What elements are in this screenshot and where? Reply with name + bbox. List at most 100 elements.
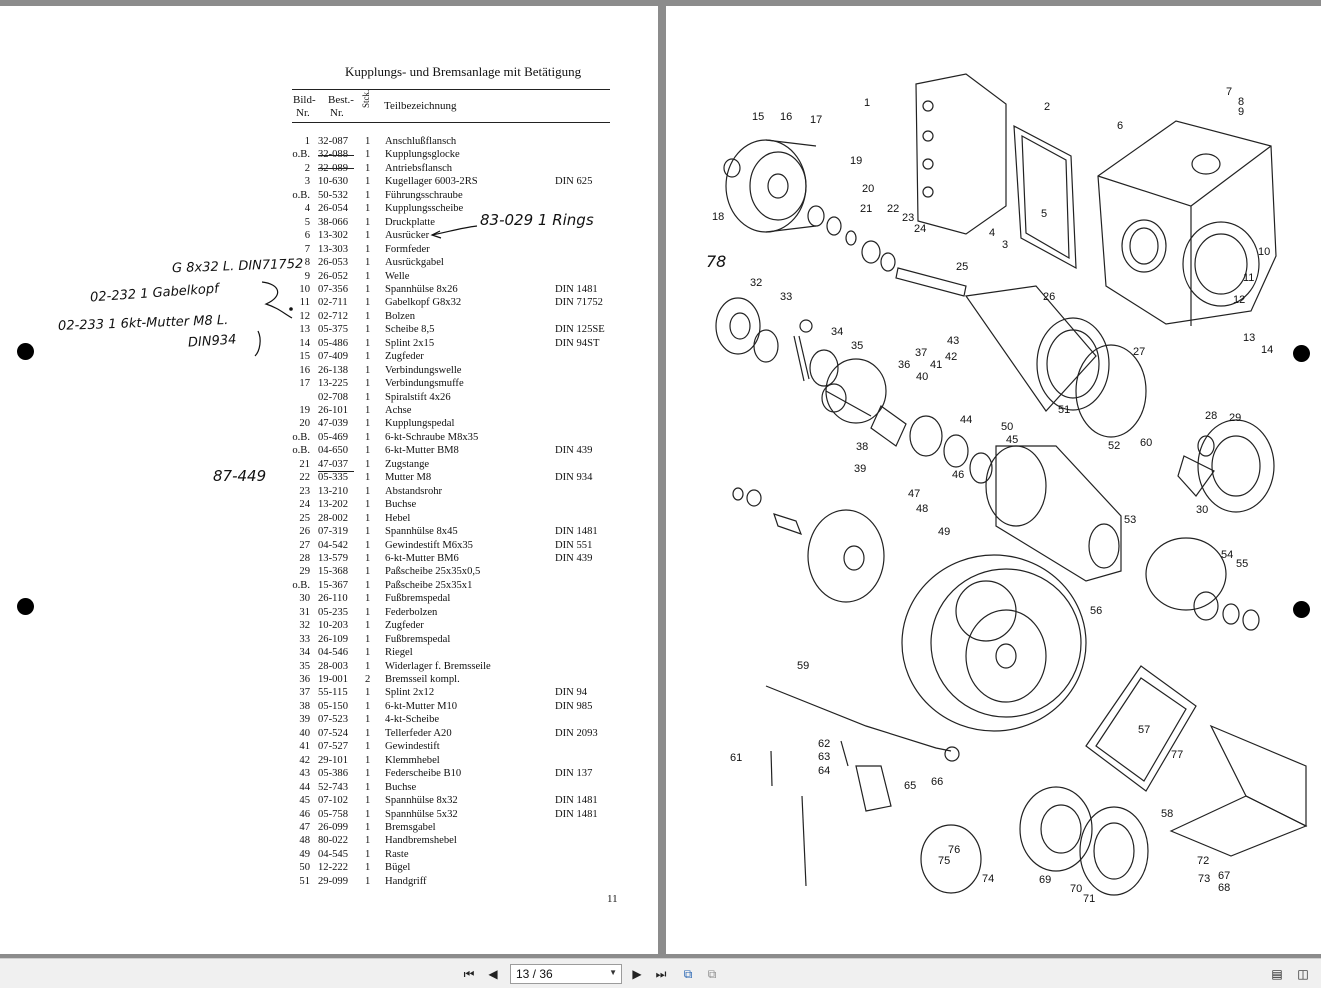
- two-page-view-icon[interactable]: ◫: [1297, 967, 1309, 981]
- part-name: Raste: [385, 848, 409, 860]
- part-number: 16: [299, 364, 310, 376]
- part-name: Führungsschraube: [385, 189, 463, 201]
- quantity: 2: [365, 674, 371, 685]
- quantity: 1: [365, 875, 371, 887]
- callout-62: 62: [818, 738, 830, 750]
- part-number: 39: [299, 714, 310, 726]
- part-name: Spannhülse 5x32: [385, 808, 458, 820]
- callout-48: 48: [916, 503, 928, 515]
- part-gearbox-housing: [1097, 120, 1277, 325]
- din-standard: DIN 439: [555, 552, 593, 564]
- order-number: 29-099: [318, 875, 349, 887]
- order-number: 26-099: [318, 821, 349, 833]
- callout-14: 14: [1261, 344, 1273, 356]
- punch-hole: [1293, 601, 1310, 618]
- part-name: Verbindungswelle: [385, 364, 462, 376]
- callout-16: 16: [780, 111, 792, 123]
- order-number: 38-066: [318, 216, 349, 228]
- part-number: 50: [299, 862, 310, 874]
- quantity: 1: [365, 579, 371, 591]
- next-page-icon[interactable]: ▶: [632, 967, 642, 981]
- order-number: 04-546: [318, 647, 349, 659]
- callout-35: 35: [851, 340, 863, 352]
- part-name: 6-kt-Mutter M10: [385, 700, 458, 712]
- callout-60: 60: [1140, 437, 1152, 449]
- callout-47: 47: [908, 488, 920, 500]
- quantity: 1: [365, 391, 371, 403]
- order-number: 26-101: [318, 405, 349, 416]
- export-icon[interactable]: ⧉: [683, 966, 693, 981]
- callout-27: 27: [1133, 346, 1145, 358]
- part-name: Scheibe 8,5: [385, 324, 435, 336]
- exploded-view-page: 78: [666, 6, 1321, 954]
- quantity: 1: [365, 848, 371, 860]
- part-name: Bolzen: [385, 310, 416, 322]
- part-number: o.B.: [292, 431, 310, 443]
- order-number: 05-235: [318, 606, 349, 618]
- part-number: 19: [299, 405, 310, 416]
- quantity: 1: [365, 337, 371, 349]
- order-number: 07-356: [318, 283, 349, 295]
- part-name: Buchse: [385, 781, 417, 793]
- part-name: 6-kt-Mutter BM6: [385, 552, 459, 564]
- page-indicator: 13 / 36: [516, 967, 553, 981]
- callout-41: 41: [930, 359, 942, 371]
- callout-9: 9: [1238, 106, 1244, 118]
- callout-12: 12: [1233, 294, 1245, 306]
- quantity: 1: [365, 418, 371, 430]
- punch-hole: [17, 343, 34, 360]
- page-number-input[interactable]: 13 / 36 ▼: [510, 964, 622, 984]
- previous-page-icon[interactable]: ◀: [488, 967, 498, 981]
- order-number: 02-711: [318, 297, 348, 309]
- part-name: Riegel: [385, 647, 413, 659]
- handwritten-replacement-5: 83-029 1 Rings: [480, 211, 594, 229]
- part-name: Mutter M8: [385, 472, 432, 484]
- order-number: 07-523: [318, 714, 349, 726]
- single-page-view-icon[interactable]: ▤: [1271, 967, 1283, 981]
- copy-icon[interactable]: ⧉: [707, 966, 717, 981]
- order-number: 05-469: [318, 431, 349, 443]
- part-number: 8: [304, 257, 310, 269]
- page-dropdown-icon[interactable]: ▼: [609, 968, 617, 977]
- last-page-icon[interactable]: ⏭: [655, 966, 667, 981]
- callout-71: 71: [1083, 893, 1095, 905]
- part-name: Zugfeder: [385, 351, 424, 363]
- quantity: 1: [365, 768, 371, 780]
- part-name: Federscheibe B10: [385, 768, 462, 780]
- callout-13: 13: [1243, 332, 1255, 344]
- callout-24: 24: [914, 223, 926, 235]
- order-number: 26-053: [318, 257, 349, 269]
- part-shaft: [895, 267, 967, 297]
- part-flywheel: [725, 139, 807, 233]
- part-name: Bremsseil kompl.: [385, 674, 460, 685]
- quantity: 1: [365, 606, 371, 618]
- quantity: 1: [365, 324, 371, 336]
- part-number: 12: [299, 310, 310, 322]
- quantity: 1: [365, 445, 371, 457]
- part-gasket: [1013, 124, 1077, 270]
- first-page-icon[interactable]: ⏮: [463, 966, 475, 981]
- part-name: Formfeder: [385, 243, 430, 255]
- callout-66: 66: [931, 776, 943, 788]
- quantity: 1: [365, 310, 371, 322]
- part-number: o.B.: [292, 189, 310, 201]
- din-standard: DIN 1481: [555, 526, 598, 538]
- din-standard: DIN 1481: [555, 283, 598, 295]
- callout-73: 73: [1198, 873, 1210, 885]
- callout-72: 72: [1197, 855, 1209, 867]
- part-name: Gewindestift: [385, 741, 440, 753]
- part-number: 11: [299, 297, 310, 309]
- document-viewer: Kupplungs- und Bremsanlage mit Betätigun…: [0, 0, 1321, 958]
- callout-2: 2: [1044, 101, 1050, 113]
- part-name: Gabelkopf G8x32: [385, 297, 462, 309]
- din-standard: DIN 625: [555, 176, 593, 188]
- order-number: 13-202: [318, 499, 349, 511]
